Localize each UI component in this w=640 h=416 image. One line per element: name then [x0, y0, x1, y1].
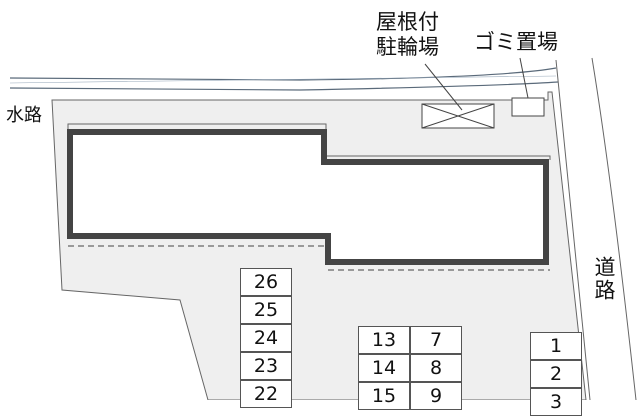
garbage-label: ゴミ置場 [474, 30, 558, 54]
site-map [9, 57, 637, 400]
waterway-channel [9, 67, 559, 91]
parking-slot: 22 [240, 380, 292, 408]
building-dashed-edge [68, 245, 550, 271]
garbage-area [511, 97, 545, 117]
parking-slot: 23 [240, 352, 292, 380]
road-label: 道路 [592, 256, 616, 302]
roof-bike-label-line2: 駐輪場 [376, 35, 439, 59]
parking-slot: 3 [530, 388, 582, 416]
garbage-label-leader [519, 57, 529, 99]
parking-slot: 13 [358, 326, 410, 354]
parking-slot: 14 [358, 354, 410, 382]
waterway-label: 水路 [6, 105, 42, 126]
parking-slot: 1 [530, 332, 582, 360]
parking-slot: 8 [410, 354, 462, 382]
covered-bike-parking [421, 103, 495, 129]
parking-slot: 24 [240, 324, 292, 352]
parking-slot: 7 [410, 326, 462, 354]
bike-label-leader [424, 63, 463, 111]
parking-slot: 9 [410, 382, 462, 410]
parking-slot: 15 [358, 382, 410, 410]
apartment-building [67, 129, 549, 265]
parking-slot: 25 [240, 296, 292, 324]
parking-slot: 2 [530, 360, 582, 388]
roof-bike-label-line1: 屋根付 [376, 10, 439, 34]
road-edge [555, 57, 637, 400]
parking-slot: 26 [240, 268, 292, 296]
